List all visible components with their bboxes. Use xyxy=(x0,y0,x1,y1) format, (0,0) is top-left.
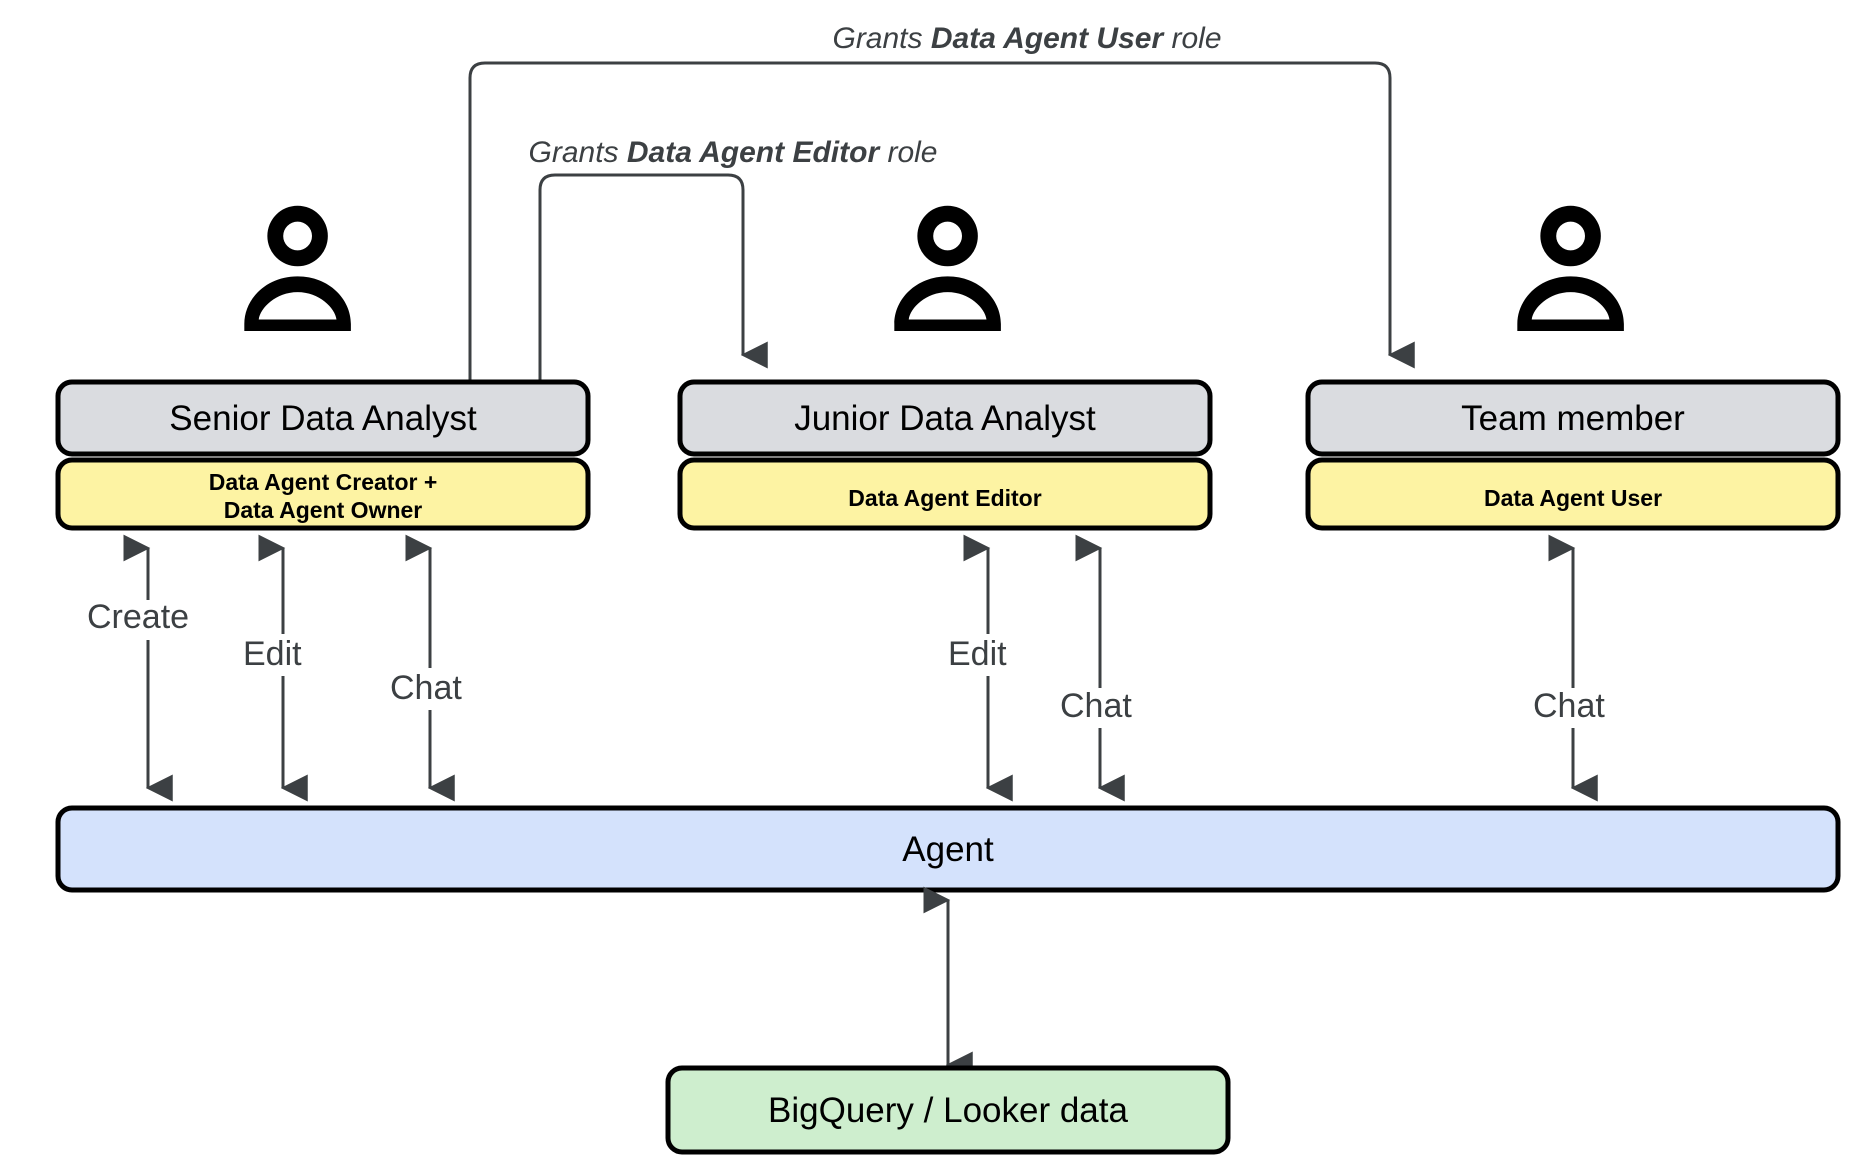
action-label-chat-team: Chat xyxy=(1533,687,1605,725)
grant-user-role: Data Agent User xyxy=(931,22,1166,55)
action-label-edit-senior: Edit xyxy=(243,635,302,673)
agent-label: Agent xyxy=(902,830,994,869)
permission-box-team-member[interactable] xyxy=(1305,457,1841,531)
grant-label-data-agent-editor: Grants Data Agent Editor role xyxy=(529,136,938,169)
role-title-junior-data-analyst: Junior Data Analyst xyxy=(794,399,1096,438)
permission-line-2-senior: Data Agent Owner xyxy=(224,497,423,523)
grant-editor-role: Data Agent Editor xyxy=(627,136,882,169)
role-box-senior-data-analyst[interactable] xyxy=(55,379,591,457)
permission-line-1-team-member: Data Agent User xyxy=(1484,485,1662,511)
permission-line-1-senior: Data Agent Creator + xyxy=(209,469,438,495)
grant-editor-prefix: Grants xyxy=(529,136,627,169)
datasource-box[interactable] xyxy=(665,1065,1231,1155)
permission-line-1-junior: Data Agent Editor xyxy=(848,485,1041,511)
role-title-team-member: Team member xyxy=(1461,399,1685,438)
permission-box-senior-data-analyst[interactable] xyxy=(55,457,591,531)
action-label-create: Create xyxy=(87,598,189,636)
action-label-chat-senior: Chat xyxy=(390,669,462,707)
action-label-edit-junior: Edit xyxy=(948,635,1007,673)
role-box-junior-data-analyst[interactable] xyxy=(677,379,1213,457)
connector-grants-data-agent-editor xyxy=(538,173,768,382)
grant-editor-suffix: role xyxy=(879,136,937,169)
action-label-chat-junior: Chat xyxy=(1060,687,1132,725)
person-icon xyxy=(1517,205,1624,332)
grant-label-data-agent-user: Grants Data Agent User role xyxy=(832,22,1221,55)
person-icon xyxy=(244,205,351,332)
persona-card-senior-data-analyst[interactable]: Senior Data Analyst Data Agent Creator +… xyxy=(55,379,591,531)
role-box-team-member[interactable] xyxy=(1305,379,1841,457)
connector-grants-data-agent-user xyxy=(468,61,1415,382)
grant-user-suffix: role xyxy=(1163,22,1221,55)
grant-user-prefix: Grants xyxy=(832,22,930,55)
datasource-label: BigQuery / Looker data xyxy=(768,1091,1128,1130)
person-icon xyxy=(894,205,1001,332)
persona-card-team-member[interactable]: Team member Data Agent User xyxy=(1305,379,1841,531)
permission-box-junior-data-analyst[interactable] xyxy=(677,457,1213,531)
role-title-senior-data-analyst: Senior Data Analyst xyxy=(169,399,477,438)
persona-card-junior-data-analyst[interactable]: Junior Data Analyst Data Agent Editor xyxy=(677,379,1213,531)
